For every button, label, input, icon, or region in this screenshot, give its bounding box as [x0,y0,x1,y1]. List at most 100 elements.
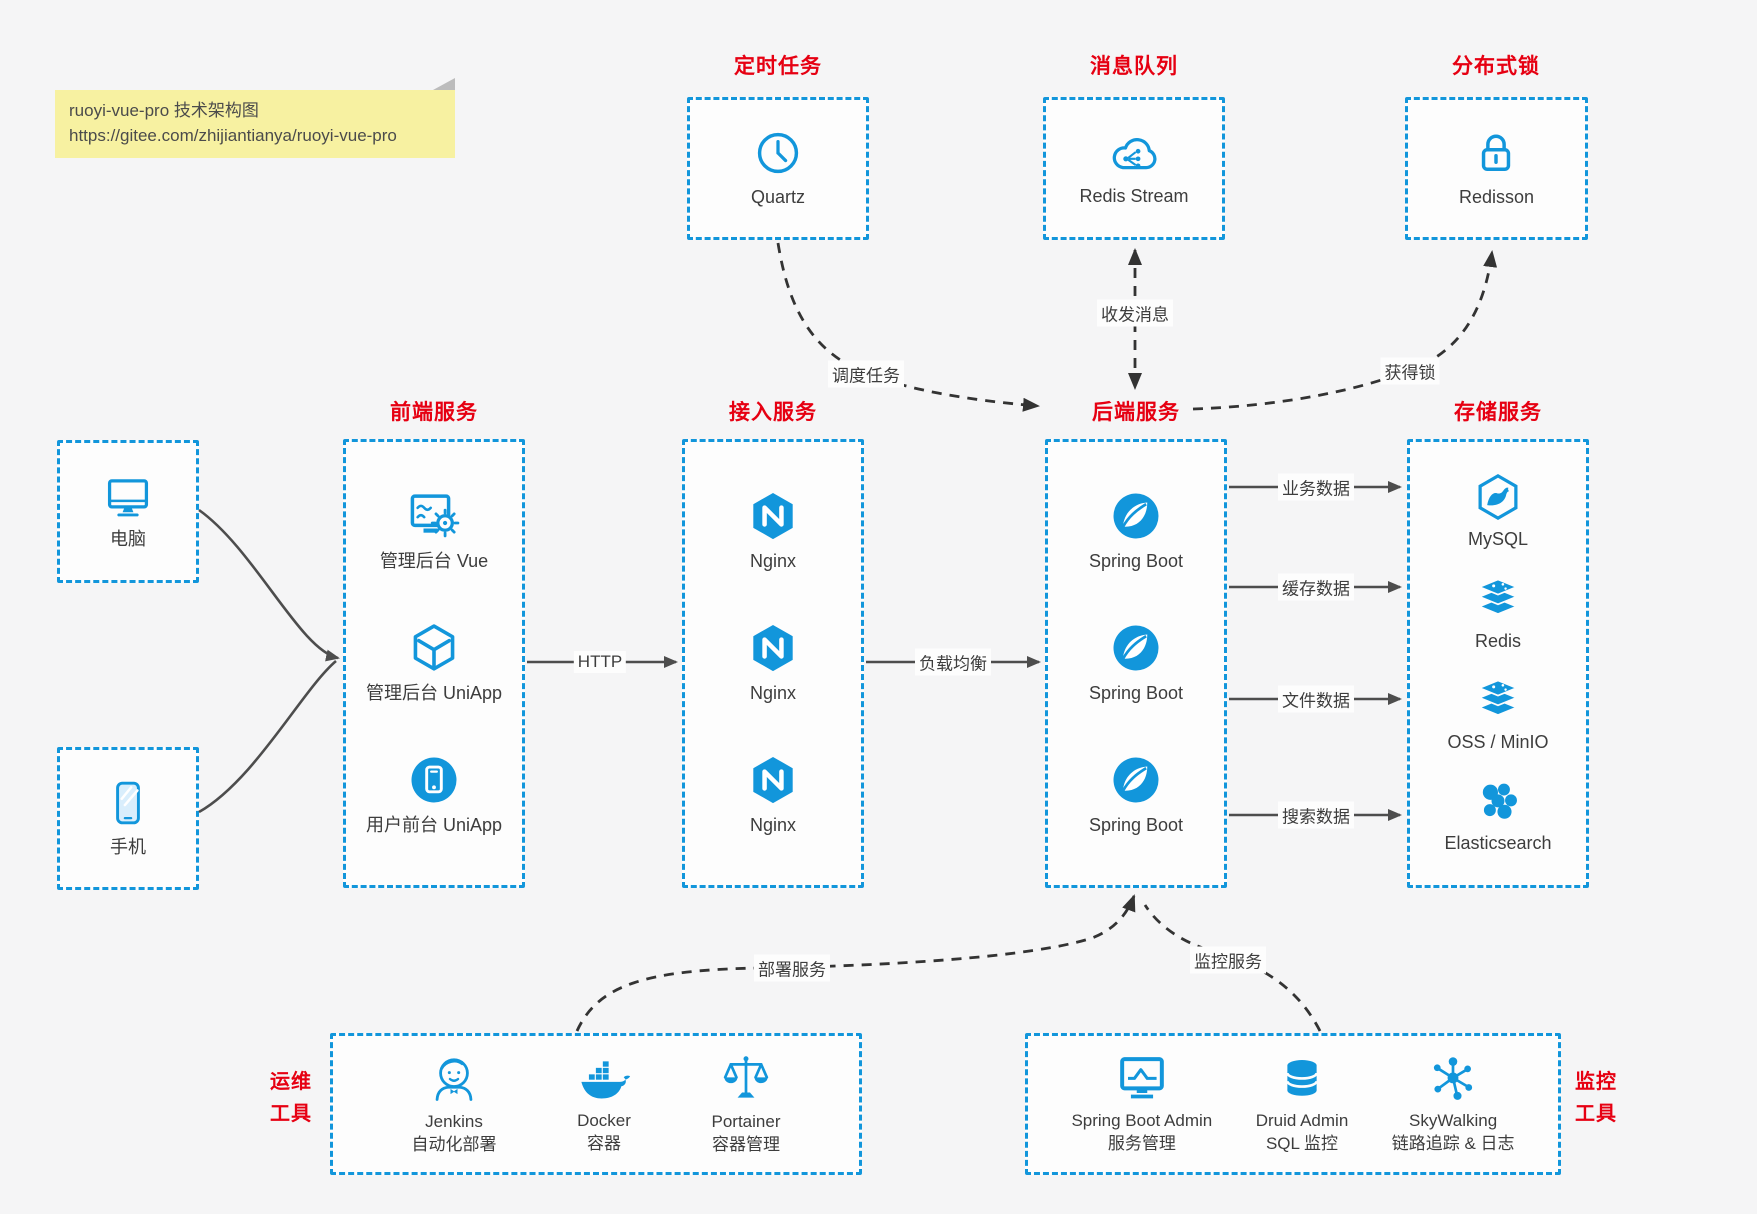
node-nginx-2: Nginx [746,621,800,705]
edge-acquire-lock [1192,250,1498,411]
spring-icon [1113,625,1159,671]
monitoring-tools-box: Spring Boot Admin 服务管理 Druid Admin SQL 监… [1025,1033,1561,1175]
title-gateway: 接入服务 [729,401,817,424]
node-label: Redis Stream [1079,186,1189,207]
node-mysql: MySQL [1468,471,1528,551]
edge-label-http: HTTP [573,651,627,673]
title-monitoring-tools: 监控 工具 [1575,1071,1617,1125]
mysql-icon [1478,474,1518,521]
clock-icon [757,133,799,174]
message-queue-box: Redis Stream [1043,97,1225,240]
edge-label-schedule-task: 调度任务 [828,360,904,388]
note-url: https://gitee.com/zhijiantianya/ruoyi-vu… [69,126,397,145]
node-label: Nginx [749,551,797,572]
note-fold-corner [433,78,455,90]
edge-label-acquire-lock: 获得锁 [1380,357,1440,385]
node-label: Spring Boot [1088,815,1184,836]
storage-box: MySQL Redis OSS / Mi [1407,439,1589,888]
node-label: Redisson [1458,187,1535,208]
node-redisson: Redisson [1459,127,1534,209]
edge-label-business-data: 业务数据 [1278,473,1354,501]
phone-icon [116,782,140,825]
title-message-queue: 消息队列 [1090,55,1178,78]
database-icon [1286,1060,1318,1096]
title-note: ruoyi-vue-pro 技术架构图 https://gitee.com/zh… [55,78,455,158]
frontend-box: 管理后台 Vue 管理后台 UniApp 用户前台 UniApp [343,439,525,888]
node-label: Druid Admin SQL 监控 [1255,1111,1349,1153]
title-frontend: 前端服务 [390,401,478,424]
node-admin-uniapp: 管理后台 UniApp [366,621,502,705]
node-springboot-3: Spring Boot [1089,753,1183,837]
monitor-pulse-icon [1120,1057,1164,1099]
node-nginx-3: Nginx [746,753,800,837]
node-label: Quartz [750,187,806,208]
edge-computer-to-frontend [198,508,340,662]
edge-label-deploy-service: 部署服务 [754,954,830,982]
node-label: Nginx [749,683,797,704]
lock-icon [1482,134,1511,172]
uniapp-cube-icon [413,624,455,671]
desktop-icon [107,479,149,517]
node-label: OSS / MinIO [1447,732,1549,753]
node-label: 管理后台 Vue [379,551,489,572]
docker-icon [581,1061,631,1099]
node-label: Elasticsearch [1444,833,1552,854]
backend-box: Spring Boot Spring Boot Spring Boot [1045,439,1227,888]
node-jenkins: Jenkins 自动化部署 [412,1051,497,1157]
edge-label-cache-data: 缓存数据 [1278,573,1354,601]
edge-label-search-data: 搜索数据 [1278,801,1354,829]
oss-stack-icon [1477,679,1519,717]
network-hub-icon [1434,1057,1473,1100]
node-springboot-2: Spring Boot [1089,621,1183,705]
title-distributed-lock: 分布式锁 [1452,55,1540,78]
pc-client-box: 电脑 [57,440,199,583]
title-backend: 后端服务 [1092,401,1180,424]
nginx-icon [753,757,793,804]
note-title: ruoyi-vue-pro 技术架构图 [69,101,259,120]
node-spring-boot-admin: Spring Boot Admin 服务管理 [1071,1052,1212,1156]
node-label: Spring Boot [1088,683,1184,704]
nginx-icon [753,625,793,672]
gateway-box: Nginx Nginx Nginx [682,439,864,888]
node-label: 用户前台 UniApp [365,815,503,836]
redis-stack-icon [1477,578,1519,615]
node-label: Redis [1474,630,1522,651]
edge-label-monitor-service: 监控服务 [1190,946,1266,974]
node-label: SkyWalking 链路追踪 & 日志 [1391,1111,1515,1153]
nginx-icon [753,493,793,540]
edge-deploy-service [575,894,1136,1032]
node-label: Spring Boot Admin 服务管理 [1071,1111,1213,1153]
node-admin-vue: 管理后台 Vue [380,489,488,573]
node-label: 电脑 [110,529,146,550]
node-oss-minio: OSS / MinIO [1447,676,1549,754]
node-nginx-1: Nginx [746,489,800,573]
node-label: Jenkins 自动化部署 [411,1112,497,1154]
node-redis: Redis [1472,575,1524,653]
title-ops-tools: 运维 工具 [270,1071,312,1125]
distributed-lock-box: Redisson [1405,97,1588,240]
node-label: 手机 [110,837,146,858]
node-phone: 手机 [103,777,153,859]
node-docker: Docker 容器 [575,1052,633,1156]
edge-label-send-receive-message: 收发消息 [1097,299,1173,327]
node-portainer: Portainer 容器管理 [712,1051,780,1157]
node-label: 管理后台 UniApp [365,683,503,704]
node-redis-stream: Redis Stream [1079,128,1189,208]
node-druid-admin: Druid Admin SQL 监控 [1255,1052,1349,1156]
node-label: Spring Boot [1088,551,1184,572]
cloud-share-icon [1112,138,1157,170]
node-pc: 电脑 [102,471,154,551]
spring-icon [1113,493,1159,539]
scheduled-tasks-box: Quartz [687,97,869,240]
edge-phone-to-frontend [198,660,337,814]
mobile-client-box: 手机 [57,747,199,890]
title-scheduled-tasks: 定时任务 [734,55,822,78]
portainer-icon [723,1056,769,1098]
node-label: Docker 容器 [577,1111,631,1153]
edge-schedule-task [776,242,1040,412]
node-label: Nginx [749,815,797,836]
edge-label-load-balance: 负载均衡 [915,648,991,676]
edge-label-file-data: 文件数据 [1278,685,1354,713]
title-storage: 存储服务 [1454,401,1542,424]
